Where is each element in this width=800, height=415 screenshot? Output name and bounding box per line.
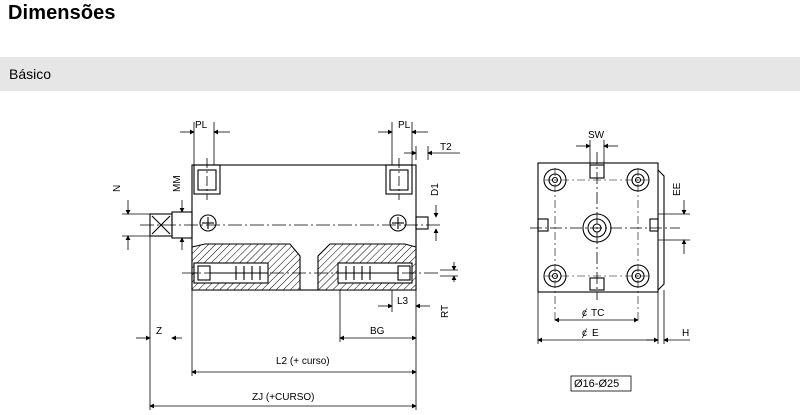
side-view [140,158,440,291]
page-title: Dimensões [8,2,116,24]
dim-pl-right-label: PL [398,120,411,131]
dim-rt-label: RT [440,305,451,318]
dim-mm-label: MM [172,175,183,192]
end-view-dimensions [537,140,690,344]
end-view-labels: SW EE ȼ TC ȼ E H [582,130,689,339]
centerline-symbol-e: ȼ [582,328,587,339]
dim-l3-label: L3 [397,296,409,307]
dimension-drawing: PL PL T2 N MM D1 L3 RT BG Z L2 (+ curso)… [112,120,690,410]
dim-l2-label: L2 (+ curso) [276,356,330,367]
section-header[interactable]: Básico [0,57,800,91]
side-view-labels: PL PL T2 N MM D1 L3 RT BG Z L2 (+ curso)… [112,120,452,403]
dim-d1-label: D1 [430,183,441,196]
dim-t2-label: T2 [440,142,452,153]
dim-bg-label: BG [370,326,385,337]
dim-h-label: H [682,328,689,339]
side-view-dimensions [122,122,460,410]
dim-z-label: Z [156,326,162,337]
section-label: Básico [9,66,52,82]
dim-ee-label: EE [672,182,683,196]
dim-sw-label: SW [588,130,605,141]
dim-tc-label: TC [591,308,604,319]
dim-zj-label: ZJ (+CURSO) [252,392,315,403]
centerline-symbol-tc: ȼ [582,308,587,319]
bore-range-label: Ø16-Ø25 [574,378,619,390]
dim-e-label: E [592,328,599,339]
bore-range-box: Ø16-Ø25 [570,375,632,392]
end-view [530,152,680,320]
dim-pl-left-label: PL [195,120,208,131]
dim-n-label: N [112,185,123,192]
